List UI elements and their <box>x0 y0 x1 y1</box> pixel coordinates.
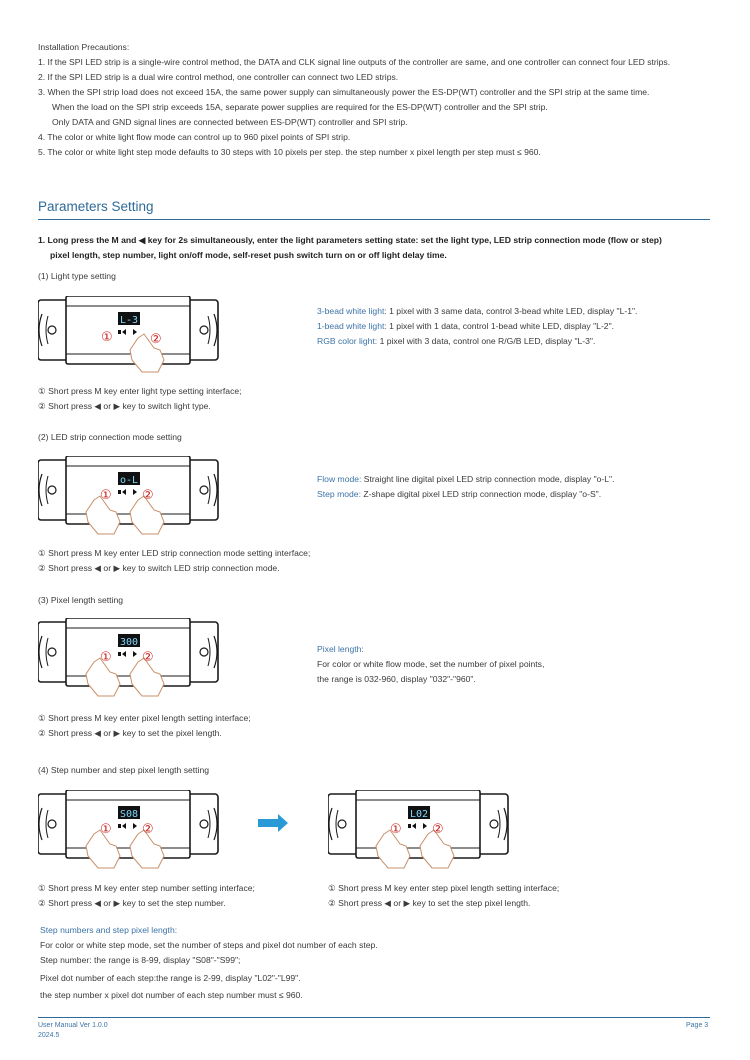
page-number: Page 3 <box>686 1022 709 1029</box>
controller-diagram-step-pixel: L02 ① ② <box>328 790 509 869</box>
led-display: 300 <box>120 637 138 648</box>
controller-diagram-connection: o-L ① ② <box>38 456 219 535</box>
controller-diagram-step-number: S08 ① ② <box>38 790 219 869</box>
controller-diagram-light-type: L-3 ① ② <box>38 296 219 373</box>
callout-one: ① <box>100 488 112 503</box>
step-title: (4) Step number and step pixel length se… <box>38 765 210 775</box>
pixel-note-1: ① Short press M key enter pixel length s… <box>38 713 251 723</box>
step-line-1: For color or white step mode, set the nu… <box>40 940 378 950</box>
step-line-2: Step number: the range is 8-99, display … <box>40 955 241 965</box>
install-item-3b: When the load on the SPI strip exceeds 1… <box>52 102 548 112</box>
step-note-left-1: ① Short press M key enter step number se… <box>38 883 255 893</box>
callout-two: ② <box>142 650 154 665</box>
install-item-2: 2. If the SPI LED strip is a dual wire c… <box>38 72 399 82</box>
intro-line-2: pixel length, step number, light on/off … <box>50 250 447 260</box>
controller-diagram-pixel: 300 ① ② <box>38 618 219 697</box>
pixel-note-2: ② Short press ◀ or ▶ key to set the pixe… <box>38 728 222 738</box>
light-type-text-1: 1 pixel with 3 same data, control 3-bead… <box>386 306 638 316</box>
footer-manual: User Manual Ver 1.0.0 <box>38 1022 108 1029</box>
led-display: L-3 <box>120 315 138 326</box>
footer-date: 2024.5 <box>38 1032 60 1039</box>
install-item-1: 1. If the SPI LED strip is a single-wire… <box>38 57 671 67</box>
step-line-3: Pixel dot number of each step:the range … <box>40 973 301 983</box>
callout-two: ② <box>142 822 154 837</box>
step-note-right-1: ① Short press M key enter step pixel len… <box>328 883 560 893</box>
led-display: L02 <box>410 809 428 820</box>
pixel-line-2: the range is 032-960, display "032"-"960… <box>317 674 476 684</box>
light-type-label-3: RGB color light: <box>317 336 378 346</box>
install-item-5: 5. The color or white light step mode de… <box>38 147 541 157</box>
light-type-title: (1) Light type setting <box>38 271 116 281</box>
connection-note-1: ① Short press M key enter LED strip conn… <box>38 548 311 558</box>
connection-note-2: ② Short press ◀ or ▶ key to switch LED s… <box>38 563 280 573</box>
step-line-4: the step number x pixel dot number of ea… <box>40 990 303 1000</box>
intro-line-1: 1. Long press the M and ◀ key for 2s sim… <box>38 235 662 245</box>
heading-rule <box>38 219 710 220</box>
step-sub-label: Step numbers and step pixel length: <box>40 925 178 935</box>
callout-one: ① <box>100 650 112 665</box>
section-heading: Parameters Setting <box>38 199 154 214</box>
light-type-line-1: 3-bead white light: 1 pixel with 3 same … <box>317 304 637 319</box>
connection-label-2: Step mode: <box>317 489 361 499</box>
light-type-line-3: RGB color light: 1 pixel with 3 data, co… <box>317 334 595 349</box>
right-arrow-icon <box>258 814 288 832</box>
callout-one: ① <box>390 822 402 837</box>
step-note-right-2: ② Short press ◀ or ▶ key to set the step… <box>328 898 531 908</box>
connection-text-2: Z-shape digital pixel LED strip connecti… <box>360 489 602 499</box>
connection-line-1: Flow mode: Straight line digital pixel L… <box>317 472 614 487</box>
pixel-label: Pixel length: <box>317 644 364 654</box>
install-item-3: 3. When the SPI strip load does not exce… <box>38 87 650 97</box>
connection-text-1: Straight line digital pixel LED strip co… <box>361 474 615 484</box>
install-item-3c: Only DATA and GND signal lines are conne… <box>52 117 408 127</box>
install-title: Installation Precautions: <box>38 42 130 52</box>
pixel-title: (3) Pixel length setting <box>38 595 124 605</box>
connection-title: (2) LED strip connection mode setting <box>38 432 182 442</box>
pixel-line-1: For color or white flow mode, set the nu… <box>317 659 545 669</box>
light-type-text-2: 1 pixel with 1 data, control 1-bead whit… <box>386 321 615 331</box>
light-type-label-1: 3-bead white light: <box>317 306 387 316</box>
footer-rule <box>38 1017 710 1018</box>
light-type-note-2: ② Short press ◀ or ▶ key to switch light… <box>38 401 211 411</box>
connection-label-1: Flow mode: <box>317 474 362 484</box>
led-display: o-L <box>120 475 138 486</box>
callout-two: ② <box>432 822 444 837</box>
callout-two: ② <box>150 332 162 347</box>
step-note-left-2: ② Short press ◀ or ▶ key to set the step… <box>38 898 226 908</box>
connection-line-2: Step mode: Z-shape digital pixel LED str… <box>317 487 601 502</box>
callout-one: ① <box>100 822 112 837</box>
callout-one: ① <box>101 330 113 345</box>
install-item-4: 4. The color or white light flow mode ca… <box>38 132 351 142</box>
led-display: S08 <box>120 809 138 820</box>
light-type-text-3: 1 pixel with 3 data, control one R/G/B L… <box>377 336 596 346</box>
light-type-line-2: 1-bead white light: 1 pixel with 1 data,… <box>317 319 614 334</box>
callout-two: ② <box>142 488 154 503</box>
light-type-label-2: 1-bead white light: <box>317 321 387 331</box>
light-type-note-1: ① Short press M key enter light type set… <box>38 386 242 396</box>
